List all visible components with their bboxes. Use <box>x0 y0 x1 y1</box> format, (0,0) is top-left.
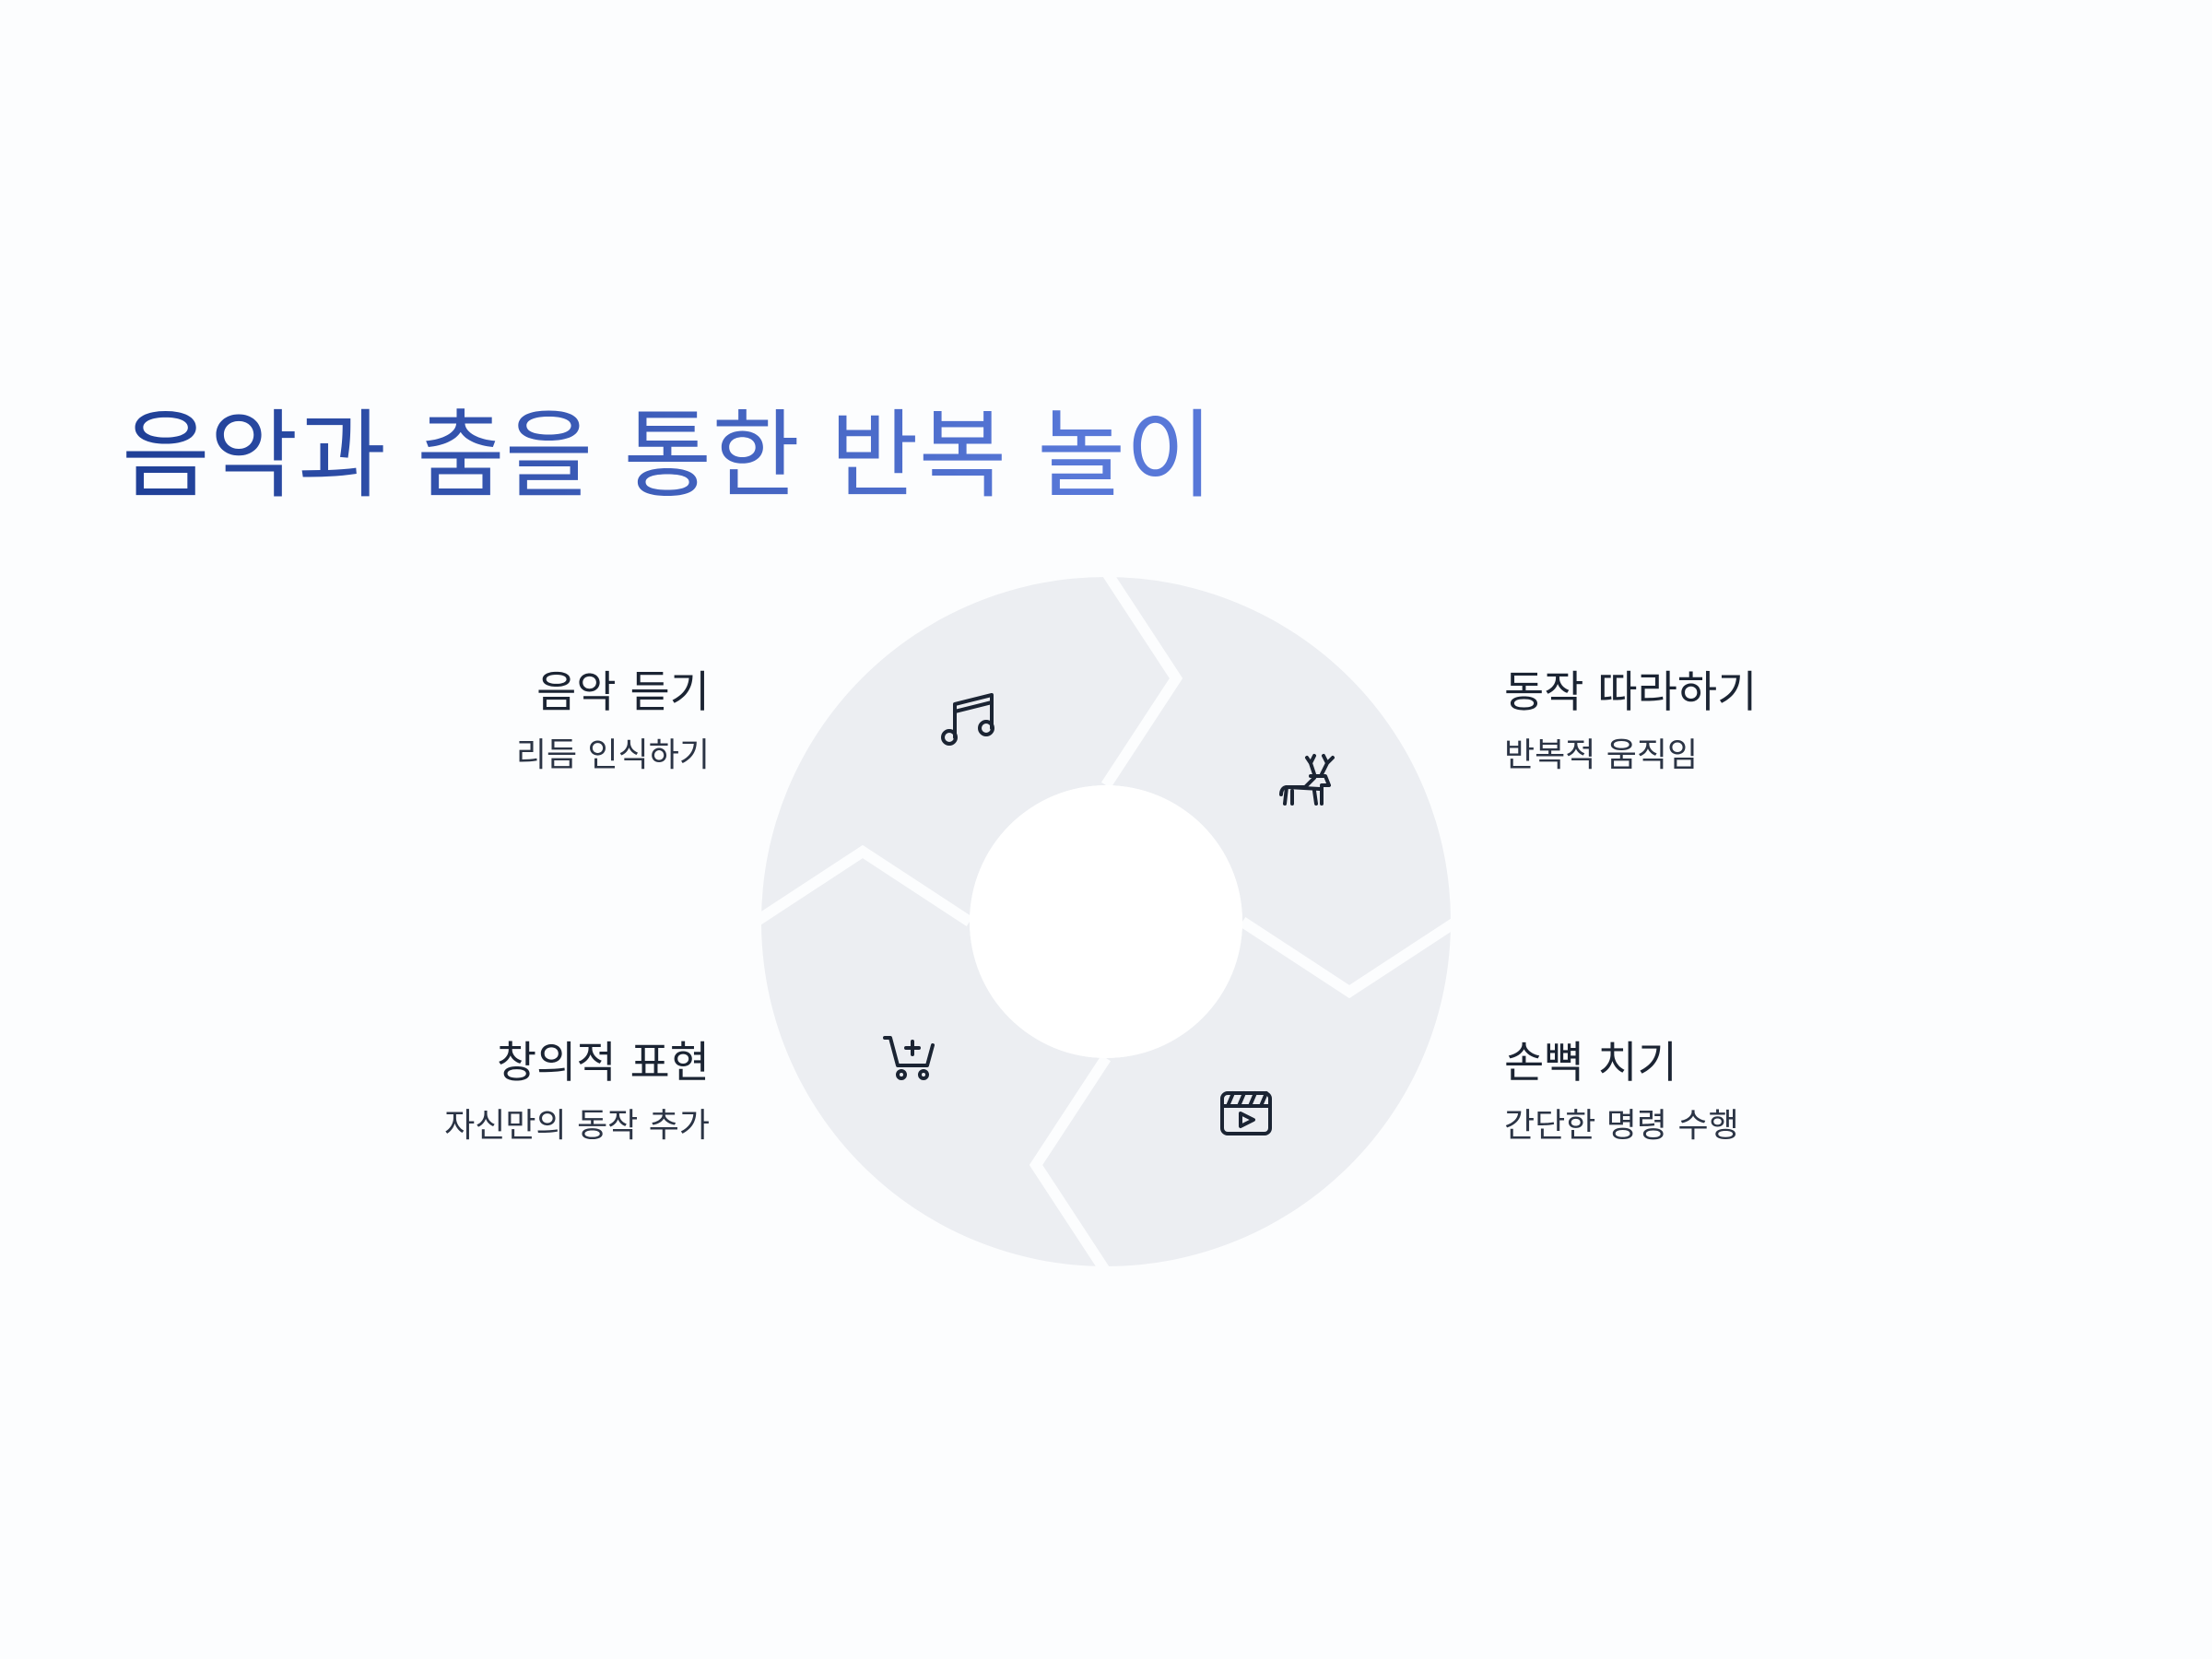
step-description: 자신만의 동작 추가 <box>444 1107 710 1145</box>
step-heading: 동작 따라하기 <box>1504 667 1758 718</box>
separator-top <box>1100 568 1183 789</box>
step-heading: 음악 듣기 <box>536 667 710 718</box>
step-follow-moves: 동작 따라하기 반복적 움직임 <box>1504 665 2057 778</box>
step-description: 간단한 명령 수행 <box>1504 1107 1739 1145</box>
cycle-segments <box>761 577 1451 1266</box>
step-heading: 창의적 표현 <box>496 1038 710 1088</box>
cart-plus-icon <box>883 1036 935 1080</box>
music-note-icon <box>941 693 994 746</box>
page-title: 음악과 춤을 통한 반복 놀이 <box>122 396 1412 516</box>
step-description: 리듬 인식하기 <box>515 736 710 774</box>
separator-bottom <box>1029 1054 1112 1276</box>
page-title-text: 음악과 춤을 통한 반복 놀이 <box>122 399 1214 512</box>
page-title-graphic: 음악과 춤을 통한 반복 놀이 <box>122 399 1214 512</box>
step-heading: 손뼉 치기 <box>1504 1038 1677 1088</box>
deer-icon <box>1279 754 1335 806</box>
step-description: 반복적 움직임 <box>1504 736 1699 774</box>
step-creative-expression: 창의적 표현 자신만의 동작 추가 <box>157 1036 710 1148</box>
cycle-ring <box>761 577 1451 1266</box>
cycle-center <box>970 785 1242 1058</box>
separator-left <box>752 844 973 927</box>
clapperboard-icon <box>1220 1091 1272 1135</box>
step-clap-hands: 손뼉 치기 간단한 명령 수행 <box>1504 1036 2057 1148</box>
separator-right <box>1239 916 1460 999</box>
step-listen-music: 음악 듣기 리듬 인식하기 <box>157 665 710 778</box>
cycle-separators <box>752 568 1460 1276</box>
